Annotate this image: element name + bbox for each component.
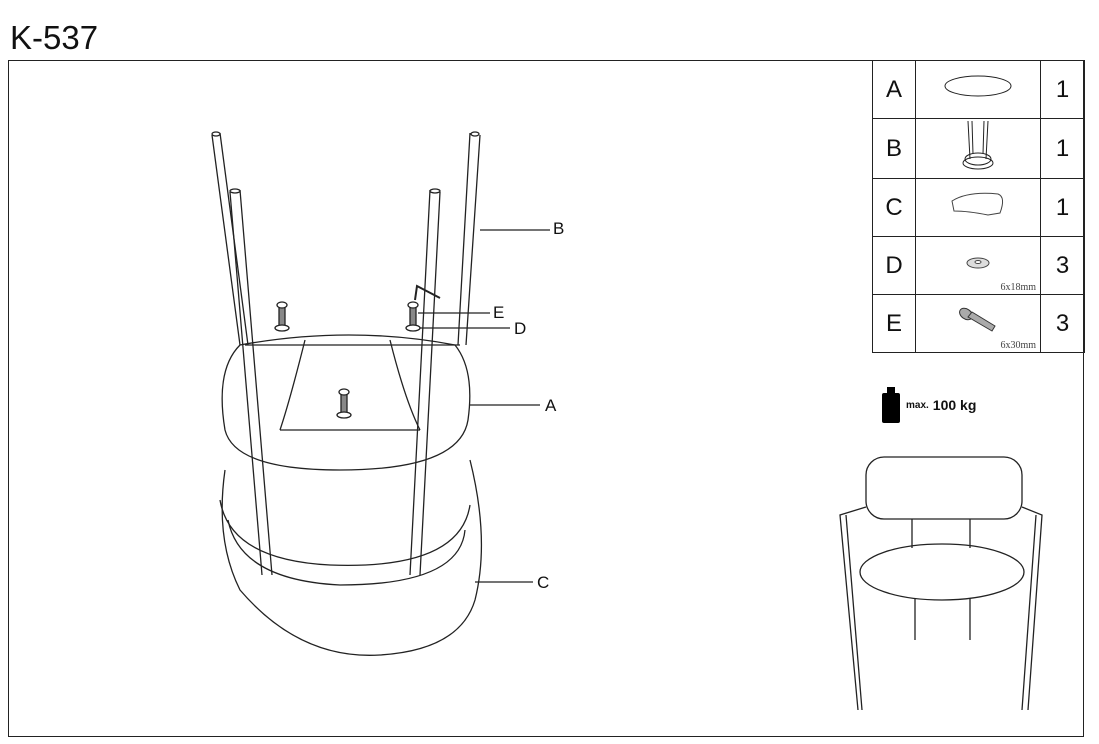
table-row: A 1 [872, 60, 1085, 119]
table-row: C 1 [872, 178, 1085, 237]
part-qty: 1 [1040, 178, 1085, 237]
bolts-e [274, 301, 421, 419]
washer-icon [966, 257, 990, 268]
leader-lines [418, 229, 550, 583]
callout-a: A [545, 396, 557, 415]
table-row: B 1 [872, 118, 1085, 179]
callout-e: E [493, 303, 505, 322]
callout-b: B [553, 219, 565, 238]
max-load: max. 100 kg [880, 387, 976, 423]
part-letter: D [872, 236, 916, 295]
part-letter: B [872, 118, 916, 179]
bolt-size: 6x30mm [1000, 340, 1036, 351]
model-title: K-537 [10, 19, 99, 56]
washer-size: 6x18mm [1000, 282, 1036, 293]
table-row: E 6x30mm 3 [872, 294, 1085, 353]
allen-key [414, 284, 441, 301]
part-letter: E [872, 294, 916, 353]
backrest-icon [951, 192, 1004, 216]
bolt-icon [959, 307, 996, 332]
max-load-prefix: max. [906, 399, 929, 411]
frame-icon [962, 120, 994, 170]
callout-c: C [537, 573, 550, 592]
max-load-value: 100 kg [932, 397, 977, 413]
seat-a [221, 334, 471, 471]
chair-upside-down [211, 131, 483, 656]
legs-b [211, 131, 481, 576]
part-letter: C [872, 178, 916, 237]
part-qty: 3 [1040, 294, 1085, 353]
part-qty: 3 [1040, 236, 1085, 295]
diagram-frame [8, 60, 1084, 737]
seat-icon [944, 75, 1012, 97]
backrest-c [221, 459, 483, 656]
part-letter: A [872, 60, 916, 119]
part-qty: 1 [1040, 60, 1085, 119]
parts-table: A 1 B 1 C 1 D 6x18mm 3 E 6x30mm 3 [872, 60, 1085, 353]
table-row: D 6x18mm 3 [872, 236, 1085, 295]
part-qty: 1 [1040, 118, 1085, 179]
weight-icon [882, 387, 900, 423]
callout-d: D [514, 319, 527, 338]
assembled-chair [839, 456, 1043, 711]
